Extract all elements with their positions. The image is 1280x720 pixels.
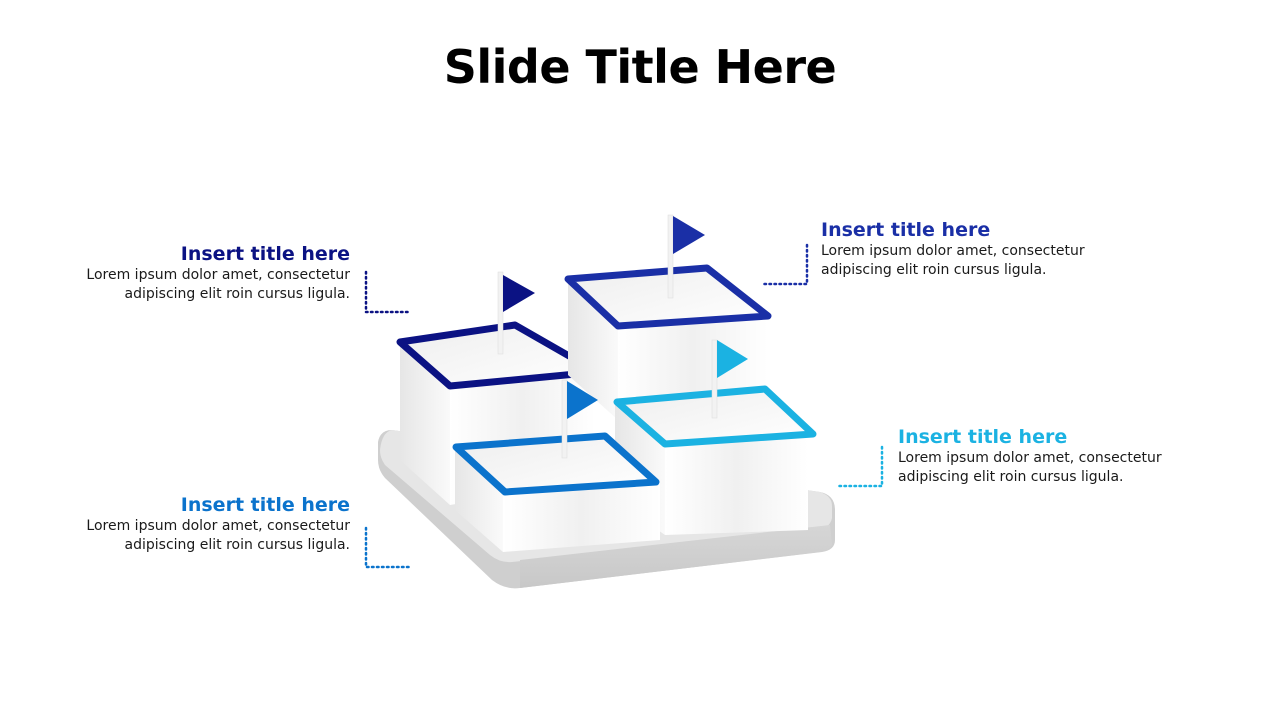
- flag-bottom-right: [711, 339, 748, 419]
- connector-bottom-left: [364, 526, 412, 569]
- callout-bottom-right: Insert title here Lorem ipsum dolor amet…: [898, 425, 1198, 487]
- callout-top-right: Insert title here Lorem ipsum dolor amet…: [821, 218, 1121, 280]
- connector-top-left: [364, 270, 412, 314]
- flag-top-left: [497, 271, 535, 355]
- block-top-right: [564, 264, 772, 420]
- callout-title: Insert title here: [180, 494, 350, 516]
- callout-title: Insert title here: [898, 426, 1068, 448]
- callout-text-line1: Lorem ipsum dolor amet, consectetur: [898, 450, 1162, 466]
- callout-text-line1: Lorem ipsum dolor amet, consectetur: [86, 267, 350, 283]
- connector-top-right: [762, 243, 809, 286]
- callout-text-line2: adipiscing elit roin cursus ligula.: [124, 537, 350, 553]
- callout-text-line2: adipiscing elit roin cursus ligula.: [821, 262, 1047, 278]
- flag-bottom-left: [561, 379, 598, 459]
- callout-bottom-left: Insert title here Lorem ipsum dolor amet…: [50, 493, 350, 555]
- callout-text-line2: adipiscing elit roin cursus ligula.: [898, 469, 1124, 485]
- slide-title: Slide Title Here: [443, 40, 837, 94]
- connector-bottom-right: [836, 445, 884, 488]
- callout-text-line2: adipiscing elit roin cursus ligula.: [124, 286, 350, 302]
- callout-text-line1: Lorem ipsum dolor amet, consectetur: [86, 518, 350, 534]
- block-bottom-left: [452, 432, 660, 552]
- callout-top-left: Insert title here Lorem ipsum dolor amet…: [50, 242, 350, 304]
- callout-text-line1: Lorem ipsum dolor amet, consectetur: [821, 243, 1085, 259]
- callout-title: Insert title here: [180, 243, 350, 265]
- callout-title: Insert title here: [821, 219, 991, 241]
- flag-top-right: [667, 214, 705, 299]
